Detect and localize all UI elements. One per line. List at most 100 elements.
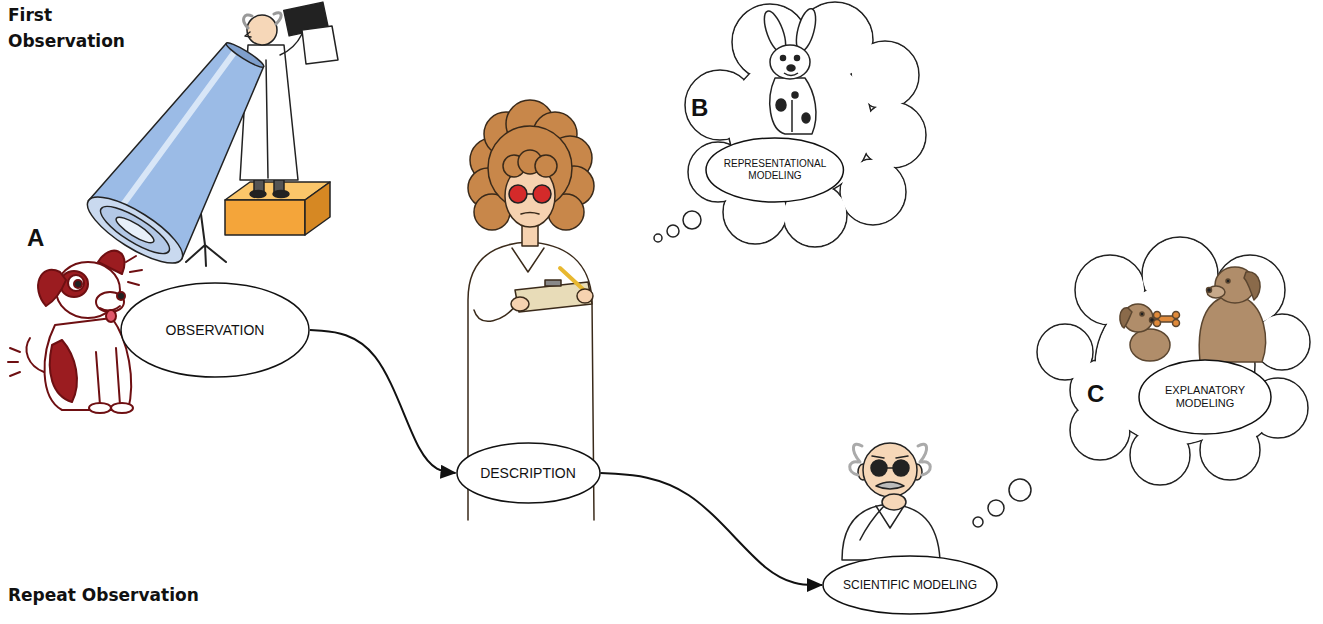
ellipse-outline <box>457 443 600 503</box>
node-label: SCIENTIFIC MODELING <box>843 578 977 592</box>
describer-figure <box>535 155 557 177</box>
observer-scientist <box>250 191 266 198</box>
describer-figure <box>468 242 594 520</box>
thinker-figure <box>882 494 906 510</box>
thinker-figure <box>871 460 887 476</box>
observer-scientist <box>244 13 281 28</box>
thought-bubble <box>654 234 662 242</box>
ellipse-outline <box>1139 360 1271 434</box>
panel-letter-slot: A <box>27 224 57 252</box>
thinker-figure <box>872 456 908 458</box>
observer-scientist <box>113 213 157 247</box>
dog-figure <box>111 403 133 413</box>
ellipse-node: OBSERVATION <box>120 282 310 378</box>
describer-figure <box>511 297 529 311</box>
ellipse-node: DESCRIPTION <box>456 442 601 504</box>
dogs-figure <box>1207 288 1212 293</box>
ellipse-node: SCIENTIFIC MODELING <box>822 555 998 615</box>
dogs-figure <box>1140 312 1144 316</box>
dog-figure <box>126 256 142 285</box>
dog-figure <box>50 340 77 402</box>
observer-scientist <box>245 32 251 37</box>
thought-cloud <box>685 2 926 247</box>
dogs-figure <box>1173 312 1180 319</box>
thought-cloud <box>1038 325 1092 379</box>
thought-bubble <box>988 500 1004 516</box>
describer-figure <box>577 289 593 303</box>
dogs-figure <box>1154 312 1161 319</box>
dogs-figure <box>1120 308 1132 328</box>
dog-figure <box>26 338 44 372</box>
describer-figure <box>512 248 544 272</box>
dogs-figure <box>1207 286 1225 298</box>
ellipse-outline <box>121 283 309 377</box>
section-heading-slot: Repeat Observation <box>8 582 268 608</box>
describer-figure <box>545 280 561 286</box>
panel-letter-slot: B <box>691 94 721 122</box>
dog-figure <box>117 292 125 300</box>
node-label: DESCRIPTION <box>480 465 576 482</box>
node-label: EXPLANATORY MODELING <box>1155 384 1255 410</box>
describer-figure <box>527 193 533 195</box>
section-heading: First Observation <box>8 2 138 54</box>
thought-bubble <box>654 211 701 242</box>
dogs-figure <box>1173 320 1180 327</box>
dog-figure <box>74 280 82 288</box>
puppy-figure <box>787 65 795 71</box>
observer-scientist <box>247 15 277 45</box>
panel-letter: A <box>27 224 57 252</box>
thinker-figure <box>850 444 931 475</box>
observer-scientist <box>302 26 338 64</box>
thinker-figure <box>863 443 917 497</box>
dog-figure <box>96 292 124 312</box>
node-label: REPRESENTATIONAL MODELING <box>717 158 832 182</box>
thought-cloud <box>686 3 925 246</box>
observer-scientist <box>266 60 268 178</box>
observer-scientist <box>224 40 266 70</box>
dogs-figure <box>1154 320 1161 327</box>
dogs-figure <box>1199 295 1265 362</box>
panel-letter-slot: C <box>1087 380 1117 408</box>
ellipse-outline <box>823 556 997 614</box>
thought-bubble <box>1009 479 1031 501</box>
thought-bubble <box>973 517 983 527</box>
dog-figure <box>38 270 66 306</box>
dog-figure <box>68 275 84 291</box>
thought-bubble <box>667 225 679 237</box>
observer-scientist <box>280 34 302 55</box>
thought-cloud <box>1038 238 1309 484</box>
dogs-figure <box>1226 279 1230 283</box>
thought-bubble <box>683 211 701 229</box>
observer-scientist <box>225 200 305 235</box>
puppy-figure <box>802 113 810 123</box>
describer-figure <box>533 185 551 203</box>
thinker-figure <box>876 482 904 489</box>
puppy-figure <box>776 99 786 111</box>
dog-figure <box>89 403 111 413</box>
thought-cloud <box>861 103 925 167</box>
ellipse-node: EXPLANATORY MODELING <box>1138 359 1272 435</box>
dogs-figure <box>1120 267 1266 362</box>
puppy-figure <box>760 7 819 134</box>
observer-scientist <box>79 186 191 275</box>
puppy-figure <box>784 73 798 76</box>
thinker-figure <box>860 504 886 540</box>
observer-scientist <box>95 199 176 262</box>
describer-figure <box>560 268 586 292</box>
thinker-figure <box>842 504 940 560</box>
node-label: OBSERVATION <box>166 322 265 339</box>
dog-figure <box>8 348 20 376</box>
ellipse-node: REPRESENTATIONAL MODELING <box>705 137 844 203</box>
panel-letter: C <box>1087 380 1117 408</box>
puppy-figure <box>781 56 786 61</box>
puppy-figure <box>792 92 798 98</box>
thought-cloud <box>1037 237 1310 485</box>
flow-arrow <box>601 473 823 585</box>
dog-figure <box>96 348 120 405</box>
observer-scientist <box>305 182 330 235</box>
dog-figure <box>45 318 132 410</box>
thinker-figure <box>887 467 893 469</box>
flow-arrow <box>310 330 456 473</box>
puppy-figure <box>791 100 793 132</box>
describer-figure <box>509 185 527 203</box>
